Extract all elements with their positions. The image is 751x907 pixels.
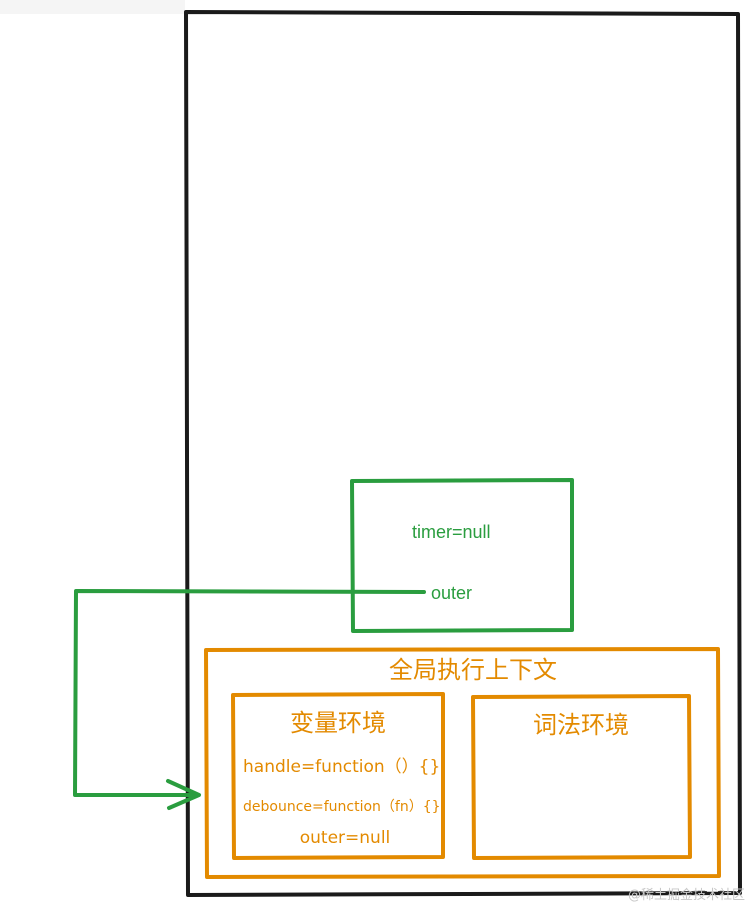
global-context-box [204, 647, 721, 879]
arrow-head [166, 779, 201, 810]
lexical-environment-box [471, 694, 692, 860]
variable-entry-outer: outer=null [300, 828, 391, 848]
scope-box [350, 478, 574, 633]
scope-line-timer: timer=null [412, 522, 491, 542]
lexical-environment-title: 词法环境 [533, 711, 629, 739]
watermark: @稀土掘金技术社区 [627, 888, 745, 903]
outer-pointer-arrow [73, 589, 426, 797]
variable-entry-debounce: debounce=function（fn）{} [243, 799, 441, 815]
variable-environment-box [231, 692, 445, 860]
global-context-title: 全局执行上下文 [389, 656, 557, 684]
variable-environment-title: 变量环境 [290, 709, 386, 737]
top-strip [0, 0, 185, 14]
scope-line-outer: outer [431, 583, 472, 603]
variable-entry-handle: handle=function（）{} [243, 757, 440, 777]
outer-frame [184, 10, 742, 897]
